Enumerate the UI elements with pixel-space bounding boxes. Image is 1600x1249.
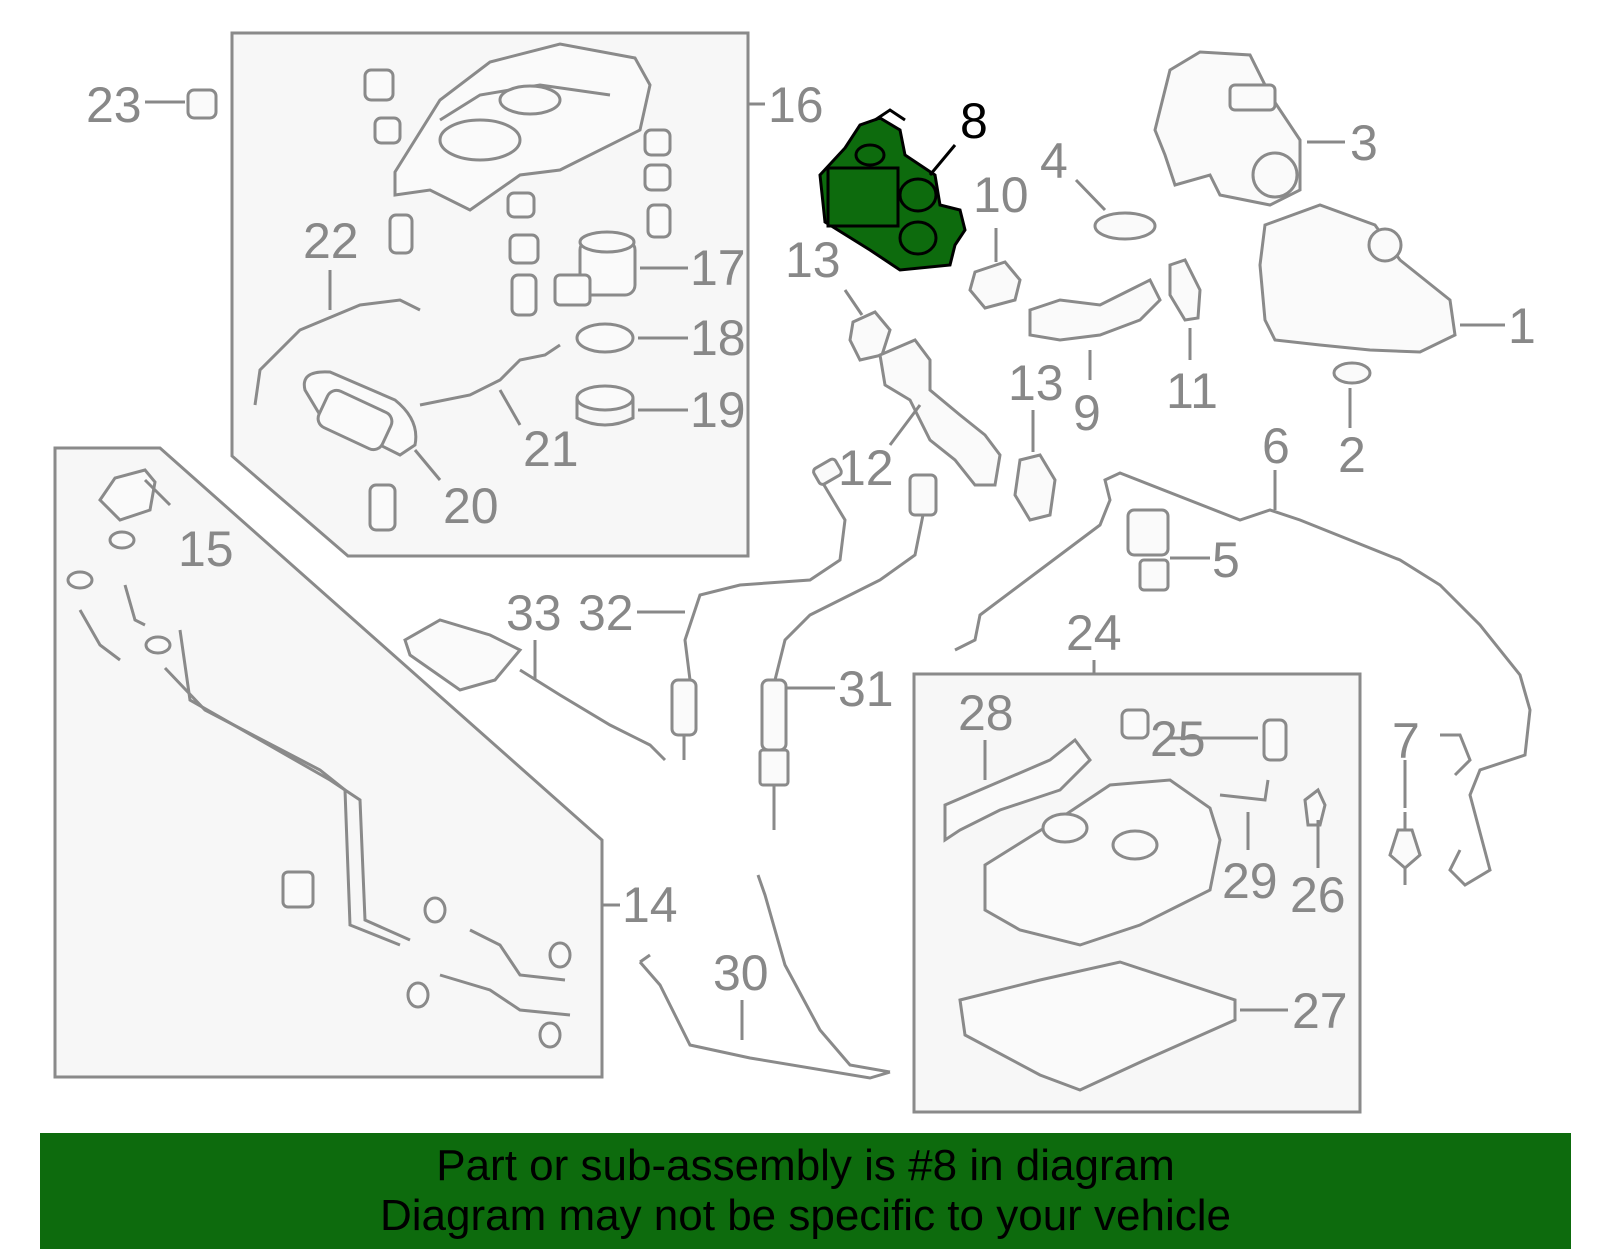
banner-line-2: Diagram may not be specific to your vehi… xyxy=(379,1191,1232,1240)
callout-25: 25 xyxy=(1150,711,1206,767)
callout-27: 27 xyxy=(1292,983,1348,1039)
bracket-28 xyxy=(943,737,1092,843)
parts-diagram: 1 2 3 4 5 6 7 8 9 10 11 12 13 13 14 15 1… xyxy=(53,31,1536,1114)
small-fittings xyxy=(363,68,672,532)
callout-23: 23 xyxy=(86,77,142,133)
callout-13-lower: 13 xyxy=(1008,355,1064,411)
pipe-9 xyxy=(1028,277,1162,342)
callout-24: 24 xyxy=(1066,605,1122,661)
sensor-15 xyxy=(98,468,157,522)
filter-25b xyxy=(1262,718,1288,762)
callout-14: 14 xyxy=(622,877,678,933)
callout-6: 6 xyxy=(1262,418,1290,474)
callout-31: 31 xyxy=(838,661,894,717)
cap-25a xyxy=(1120,708,1150,740)
callout-5: 5 xyxy=(1212,532,1240,588)
fuel-pump-module xyxy=(393,42,652,212)
seal-ring-18 xyxy=(575,322,635,354)
filler-pipe xyxy=(78,584,571,1017)
callout-7: 7 xyxy=(1392,713,1420,769)
lock-ring-19 xyxy=(575,384,635,427)
pipe-12 xyxy=(878,338,1002,487)
callout-28: 28 xyxy=(958,685,1014,741)
vacuum-line-6 xyxy=(954,471,1532,887)
callout-33: 33 xyxy=(506,585,562,641)
callout-26: 26 xyxy=(1290,867,1346,923)
callout-12: 12 xyxy=(838,440,894,496)
egr-module-1 xyxy=(1258,203,1457,354)
callout-1: 1 xyxy=(1508,298,1536,354)
callout-19: 19 xyxy=(690,382,746,438)
callout-labels: 1 2 3 4 5 6 7 8 9 10 11 12 13 13 14 15 1… xyxy=(86,77,1536,1039)
callout-4: 4 xyxy=(1040,133,1068,189)
callout-2: 2 xyxy=(1338,427,1366,483)
callout-8-highlighted: 8 xyxy=(960,93,988,149)
callout-3: 3 xyxy=(1350,115,1378,171)
fuel-pump-20 xyxy=(302,370,418,457)
egr-valve-8-highlighted xyxy=(818,108,967,272)
callout-16: 16 xyxy=(768,77,824,133)
clip-26 xyxy=(1303,787,1327,827)
callout-15: 15 xyxy=(178,521,234,577)
gasket-11 xyxy=(1168,258,1202,322)
callout-21: 21 xyxy=(523,421,579,477)
sensor-32 xyxy=(670,457,847,760)
sensor-31 xyxy=(758,473,938,830)
check-valve-7 xyxy=(1388,812,1422,885)
valve-5 xyxy=(1126,508,1170,592)
straps-30 xyxy=(638,874,891,1080)
callout-11: 11 xyxy=(1166,363,1218,419)
callout-18: 18 xyxy=(690,310,746,366)
callout-30: 30 xyxy=(713,945,769,1001)
egr-cooler-3 xyxy=(1153,50,1302,207)
callout-20: 20 xyxy=(443,478,499,534)
wiring-harness-22 xyxy=(253,298,421,406)
group-box-14 xyxy=(53,446,604,1079)
tank-24 xyxy=(983,778,1222,947)
seal-2 xyxy=(1332,361,1372,385)
callout-32: 32 xyxy=(578,585,634,641)
wiring-harness-21 xyxy=(419,343,561,407)
callout-17: 17 xyxy=(690,240,746,296)
hose-clamps xyxy=(66,530,572,1049)
hose-29 xyxy=(1219,779,1270,802)
callout-10: 10 xyxy=(973,167,1029,223)
gasket-4 xyxy=(1093,211,1157,241)
pressure-regulator-17 xyxy=(553,230,637,307)
callout-13-upper: 13 xyxy=(785,232,841,288)
callout-29: 29 xyxy=(1222,853,1278,909)
gasket-13-lower xyxy=(1013,453,1057,522)
shield-27 xyxy=(958,960,1237,1092)
flange-gasket-10 xyxy=(968,260,1022,310)
callout-22: 22 xyxy=(303,213,359,269)
sensor-33 xyxy=(403,618,667,762)
banner-line-1: Part or sub-assembly is #8 in diagram xyxy=(436,1141,1175,1190)
callout-9: 9 xyxy=(1073,385,1101,441)
leader-lines xyxy=(143,100,1505,1040)
cap-23 xyxy=(186,88,218,120)
vacuum-line-6-inner xyxy=(1440,733,1472,777)
info-banner: Part or sub-assembly is #8 in diagram Di… xyxy=(40,1133,1571,1249)
